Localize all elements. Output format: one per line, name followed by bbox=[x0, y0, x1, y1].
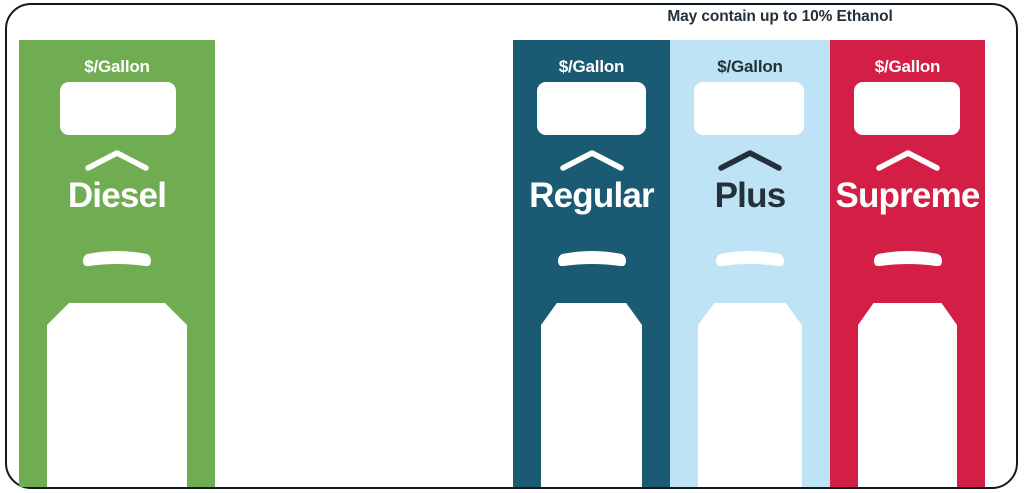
price-display-diesel[interactable] bbox=[60, 82, 176, 135]
nozzle-plate-shape bbox=[698, 303, 802, 487]
unit-label-regular: $/Gallon bbox=[558, 57, 625, 76]
nozzle-plate-shape bbox=[47, 303, 187, 487]
grade-panel-regular[interactable]: $/Gallon Regular bbox=[513, 40, 670, 487]
chevron-up-icon bbox=[717, 148, 783, 172]
grade-panel-plus[interactable]: $/Gallon Plus bbox=[670, 40, 830, 487]
unit-label-plus: $/Gallon bbox=[717, 57, 783, 76]
chevron-up-icon bbox=[84, 148, 150, 172]
chevron-up-icon bbox=[559, 148, 625, 172]
unit-label-supreme: $/Gallon bbox=[874, 57, 941, 76]
nozzle-plate-shape bbox=[858, 303, 957, 487]
grade-panel-diesel[interactable]: $/Gallon Diesel bbox=[19, 40, 215, 487]
nozzle-plate-shape bbox=[541, 303, 642, 487]
grade-name-supreme: Supreme bbox=[835, 176, 980, 215]
grade-divider-bar bbox=[551, 248, 633, 271]
grade-panel-supreme[interactable]: $/Gallon Supreme bbox=[830, 40, 985, 487]
grade-name-regular: Regular bbox=[529, 176, 655, 215]
ethanol-disclaimer: May contain up to 10% Ethanol bbox=[667, 8, 893, 25]
chevron-up-icon bbox=[875, 148, 941, 172]
price-display-plus[interactable] bbox=[694, 82, 804, 135]
grade-divider-bar bbox=[867, 248, 949, 271]
grade-name-plus: Plus bbox=[714, 176, 787, 215]
grade-name-diesel: Diesel bbox=[67, 176, 167, 215]
grade-divider-bar bbox=[709, 248, 791, 271]
price-display-supreme[interactable] bbox=[854, 82, 960, 135]
unit-label-diesel: $/Gallon bbox=[84, 57, 150, 76]
grade-divider-bar bbox=[76, 248, 158, 271]
price-display-regular[interactable] bbox=[537, 82, 646, 135]
